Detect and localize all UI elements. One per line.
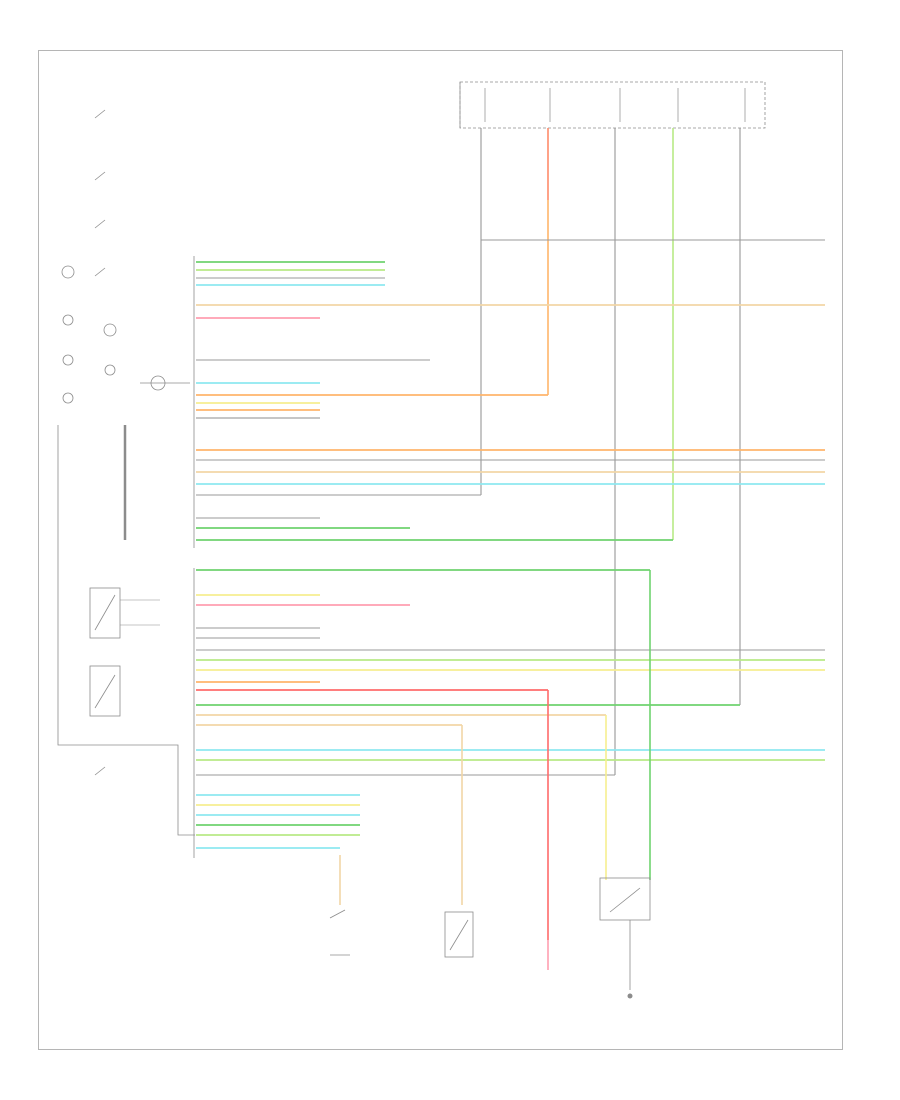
power-distribution-box: [459, 81, 766, 129]
left-component-column: [61, 109, 190, 776]
diagram-frame: [38, 50, 843, 1050]
fuse-group: [484, 88, 746, 122]
harness-wires: [196, 261, 825, 849]
instrument-cluster-outline: [57, 425, 195, 836]
feed-wires: [480, 128, 825, 775]
bottom-components: [329, 570, 651, 999]
